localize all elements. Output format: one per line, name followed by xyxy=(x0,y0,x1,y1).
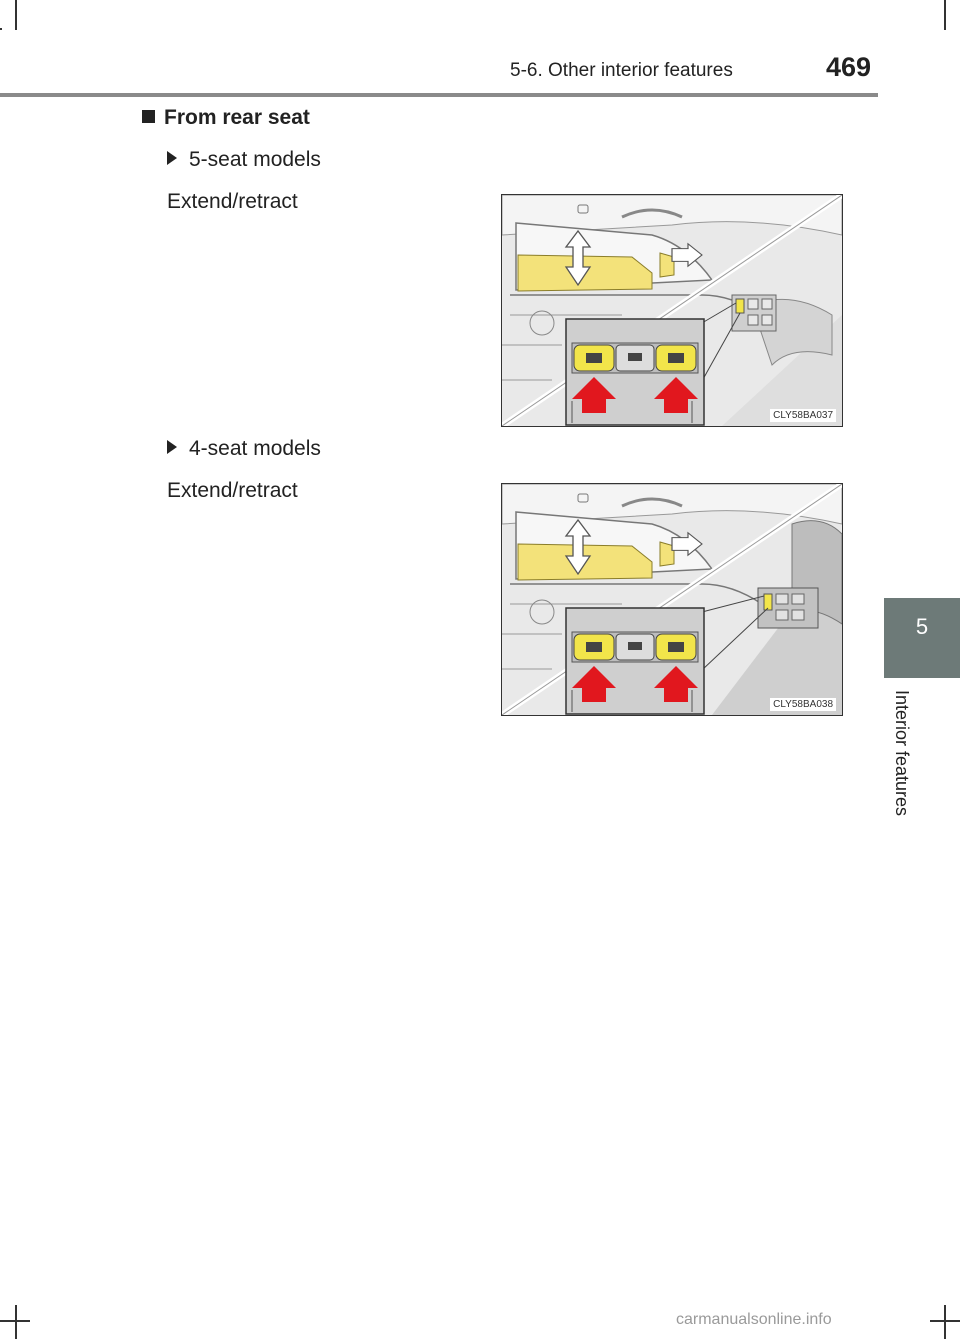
crop-mark-bottom-right-h xyxy=(930,1320,960,1322)
triangle-bullet-icon xyxy=(167,440,177,454)
chapter-tab[interactable]: 5 xyxy=(884,598,960,678)
rear-sunshade-drawing-5-seat xyxy=(502,195,842,426)
action-label-4-seat: Extend/retract xyxy=(167,479,298,502)
model-label-text: 5-seat models xyxy=(189,148,321,171)
section-heading: From rear seat xyxy=(142,106,310,130)
chapter-label: Interior features xyxy=(892,690,912,817)
illustration-4-seat-rear-sunshade: CLY58BA038 xyxy=(501,483,843,716)
crop-mark-top-left-v xyxy=(15,0,17,30)
chapter-number: 5 xyxy=(915,614,929,639)
action-label-5-seat: Extend/retract xyxy=(167,190,298,213)
crop-mark-bottom-left-h xyxy=(0,1320,30,1322)
figure-code: CLY58BA037 xyxy=(770,409,836,422)
crop-mark-top-right-v xyxy=(944,0,946,30)
model-label-text: 4-seat models xyxy=(189,437,321,460)
crop-mark-bottom-right-v xyxy=(944,1305,946,1339)
section-heading-text: From rear seat xyxy=(164,106,310,129)
crop-mark-top-left-h xyxy=(0,28,2,30)
figure-code: CLY58BA038 xyxy=(770,698,836,711)
header-section-title: 5-6. Other interior features xyxy=(510,60,733,81)
model-label-5-seat: 5-seat models xyxy=(167,148,321,172)
rear-sunshade-drawing-4-seat xyxy=(502,484,842,715)
illustration-5-seat-rear-sunshade: CLY58BA037 xyxy=(501,194,843,427)
crop-mark-bottom-left-v xyxy=(15,1305,17,1339)
triangle-bullet-icon xyxy=(167,151,177,165)
page-number: 469 xyxy=(826,52,872,82)
square-bullet-icon xyxy=(142,110,155,123)
model-label-4-seat: 4-seat models xyxy=(167,437,321,461)
footer-watermark[interactable]: carmanualsonline.info xyxy=(676,1311,832,1328)
header-rule xyxy=(0,93,878,97)
